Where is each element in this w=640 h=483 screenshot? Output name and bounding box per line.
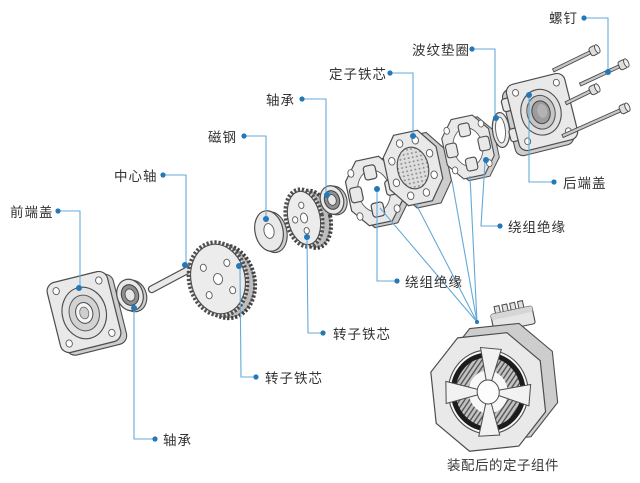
marker-dot [263,216,269,222]
marker-dot [394,278,400,284]
leader-screw [584,17,609,70]
marker-dot [605,69,611,75]
caption-assembled-stator: 装配后的定子组件 [447,458,559,474]
label-front-end-cover: 前端盖 [10,205,54,221]
assembled-stator-part [430,322,559,452]
marker-dot [410,133,416,139]
marker-dot [320,330,326,336]
marker-dot [236,263,242,269]
marker-dot [241,133,247,139]
label-rear-end-cover: 后端盖 [563,176,607,192]
assembly-line-4 [469,175,478,323]
marker-dot [475,320,479,324]
leader-rotor-core-left [239,267,256,378]
label-bearing-bottom: 轴承 [163,433,192,449]
screw-4-part [561,102,631,139]
leader-lines [58,17,609,440]
label-stator-core: 定子铁芯 [329,67,387,83]
marker-dot [182,262,188,268]
marker-dot [131,305,137,311]
leader-center-shaft [163,174,187,263]
label-winding-insulation-bottom: 绕组绝缘 [405,275,463,291]
leader-winding-insulation-bottom [376,190,397,282]
front-bearing-part [116,278,148,313]
leader-stator-core [390,72,414,134]
rotor-core-1-part [186,240,258,321]
marker-dot [551,179,557,185]
leader-bearing-bottom [133,310,155,440]
marker-dot [469,46,475,52]
label-center-shaft: 中心轴 [114,169,158,185]
marker-dot [152,436,158,442]
screw-3-part [564,83,601,106]
label-winding-insulation-right: 绕组绝缘 [508,220,566,236]
marker-dot [581,15,587,21]
label-wave-washer: 波纹垫圈 [412,43,470,59]
marker-dot [374,186,380,192]
assembly-line-2 [415,203,478,323]
leader-wave-washer [472,48,496,116]
marker-dot [493,115,499,121]
leader-magnet-steel [244,135,267,217]
screw-2-part [578,58,630,87]
marker-dot [387,70,393,76]
marker-dot [304,234,310,240]
marker-dot [253,374,259,380]
marker-dot [299,96,305,102]
marker-dot [324,192,330,198]
leader-front-end-cover [58,210,81,286]
assembly-line-3 [451,180,478,323]
marker-dot [526,92,532,98]
screw-1-part [551,44,601,73]
rear-end-cover-part [500,72,579,157]
leader-winding-insulation-right [480,161,500,227]
rotor-core-2-part [283,187,334,250]
wave-washer-part [491,111,511,149]
marker-dot [483,157,489,163]
marker-dot [55,208,61,214]
label-rotor-core-right: 转子铁芯 [333,327,391,343]
front-end-cover-part [46,270,128,356]
winding-insulation-right-part [441,114,500,182]
leader-rear-end-cover [528,96,554,183]
label-magnet-steel: 磁钢 [208,130,237,146]
assembly-line-1 [379,207,478,323]
label-screw: 螺钉 [549,11,578,27]
leader-rotor-core-right [306,238,323,334]
marker-dot [497,223,503,229]
leader-bearing-top [302,98,327,193]
magnet-disc-part [254,210,288,254]
label-rotor-core-left: 转子铁芯 [265,371,323,387]
marker-dot [160,172,166,178]
stator-core-part [382,129,453,209]
marker-dots [55,15,611,442]
label-bearing-top: 轴承 [266,93,295,109]
marker-dot [76,285,82,291]
